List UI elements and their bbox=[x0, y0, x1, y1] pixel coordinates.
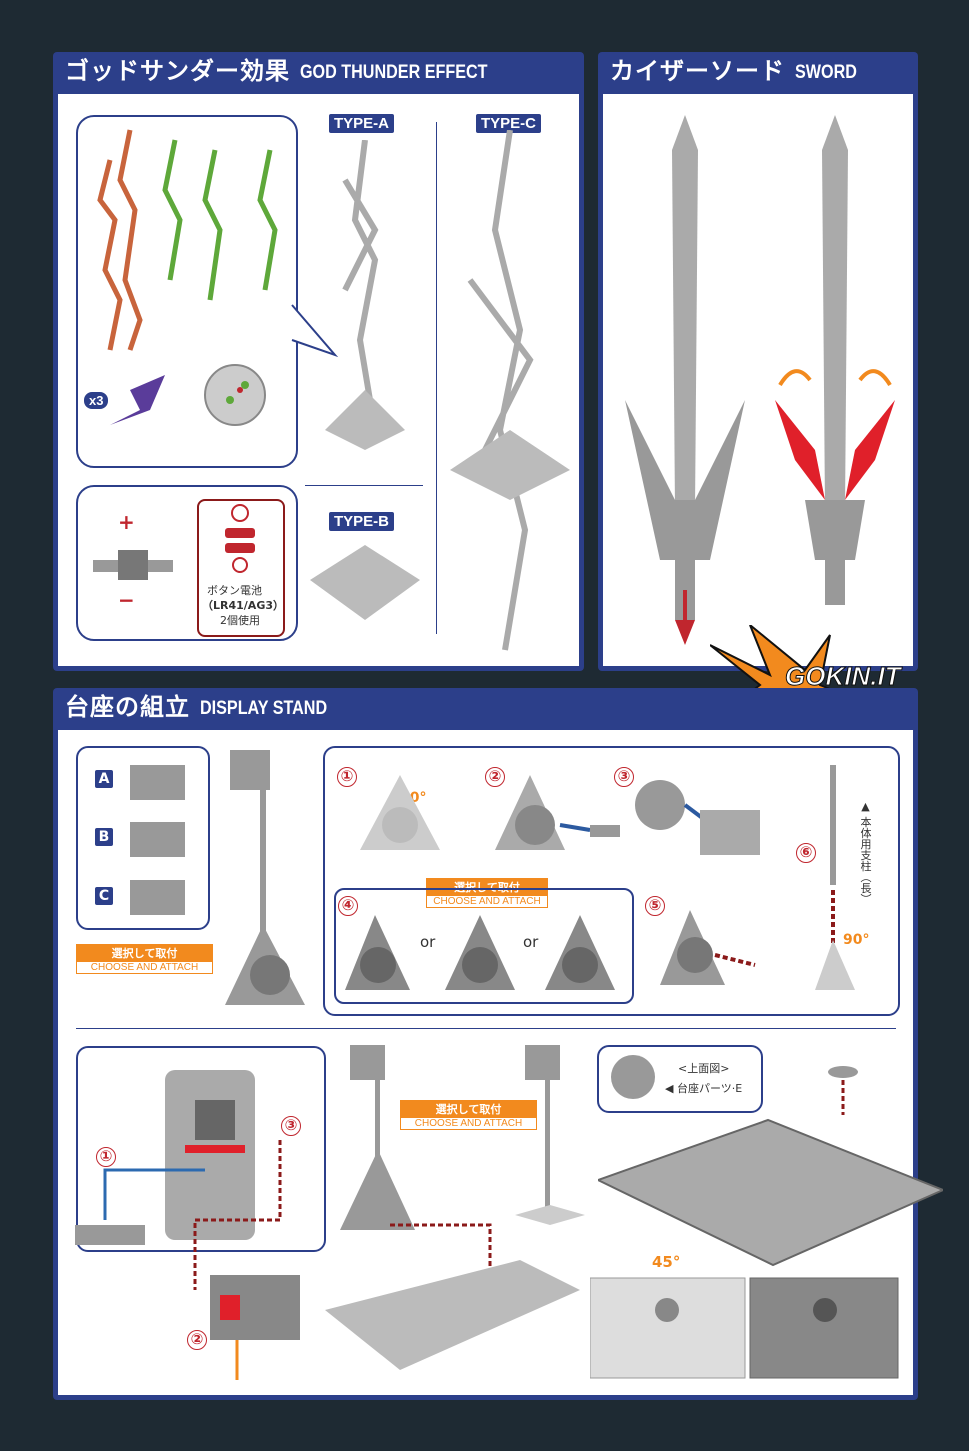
plus-sign: + bbox=[118, 510, 135, 534]
top-view-label: <上面図> bbox=[678, 1062, 730, 1075]
robot-step-1: ① bbox=[96, 1147, 116, 1167]
robot-attach-arrows bbox=[75, 1140, 300, 1380]
top-view-callout bbox=[597, 1045, 763, 1113]
choose-en-3: CHOOSE AND ATTACH bbox=[401, 1117, 536, 1129]
sword-title-jp: カイザーソード bbox=[610, 56, 785, 85]
step-5: ⑤ bbox=[645, 896, 665, 916]
choose-attach-label-3: 選択して取付 CHOOSE AND ATTACH bbox=[400, 1100, 537, 1130]
battery-box bbox=[197, 499, 285, 637]
stand-to-base-icon bbox=[325, 1045, 585, 1370]
thunder-callout-pointer bbox=[291, 304, 339, 358]
sword-title-en: SWORD bbox=[795, 62, 857, 83]
step-1-base-icon bbox=[360, 775, 440, 850]
base-rotation-icons bbox=[590, 1277, 899, 1379]
type-c-effect-icon bbox=[450, 130, 570, 651]
base-part-label: ◀ 台座パーツ·E bbox=[665, 1082, 743, 1095]
choose-attach-label-1: 選択して取付 CHOOSE AND ATTACH bbox=[76, 944, 213, 974]
stand-header: 台座の組立 DISPLAY STAND bbox=[53, 688, 918, 728]
step-2: ② bbox=[485, 767, 505, 787]
thunder-header: ゴッドサンダー効果 GOD THUNDER EFFECT bbox=[53, 52, 584, 92]
angle-45-label: 45° bbox=[652, 1253, 681, 1271]
minus-sign: − bbox=[118, 588, 135, 612]
robot-step-3: ③ bbox=[281, 1116, 301, 1136]
choose-jp-1: 選択して取付 bbox=[111, 948, 178, 960]
svg-text:GOKIN.IT: GOKIN.IT bbox=[785, 661, 903, 691]
robot-step-2: ② bbox=[187, 1330, 207, 1350]
type-a-tag: TYPE-A bbox=[329, 114, 395, 133]
lightning-parts-icon bbox=[97, 129, 278, 430]
type-divider-horizontal bbox=[305, 485, 423, 486]
sword-icon-left bbox=[625, 115, 745, 645]
choose-jp-3: 選択して取付 bbox=[435, 1104, 502, 1116]
step-4-box bbox=[334, 888, 634, 1004]
battery-holder-icon bbox=[93, 550, 173, 580]
step-4: ④ bbox=[338, 896, 358, 916]
stand-title-en: DISPLAY STAND bbox=[200, 698, 328, 719]
robot-body-icon bbox=[165, 1070, 255, 1240]
battery-label-3: 2個使用 bbox=[220, 614, 260, 627]
battery-label-1: ボタン電池 bbox=[207, 584, 262, 597]
type-b-tag: TYPE-B bbox=[329, 512, 395, 531]
stand-section-divider bbox=[76, 1028, 896, 1029]
step-3-base-icon bbox=[635, 780, 760, 855]
choose-en-1: CHOOSE AND ATTACH bbox=[77, 961, 212, 973]
thunder-title-en: GOD THUNDER EFFECT bbox=[300, 62, 488, 83]
top-view-disc-icon bbox=[611, 1055, 655, 1099]
base-plate-icon bbox=[598, 1066, 943, 1267]
type-divider-vertical bbox=[436, 122, 437, 634]
battery-icon bbox=[225, 504, 255, 573]
letter-b: B bbox=[95, 828, 113, 846]
sword-icon-right bbox=[775, 115, 895, 605]
battery-label-2: （LR41/AG3） bbox=[202, 599, 285, 612]
thunder-title-jp: ゴッドサンダー効果 bbox=[65, 56, 290, 85]
steps-callout bbox=[323, 746, 900, 1016]
choose-attach-label-2: 選択して取付 CHOOSE AND ATTACH bbox=[426, 878, 548, 908]
stand-assembled-icon bbox=[225, 750, 305, 1005]
choose-en-2: CHOOSE AND ATTACH bbox=[427, 895, 547, 907]
type-c-tag: TYPE-C bbox=[476, 114, 542, 133]
letter-c: C bbox=[95, 887, 113, 905]
letter-a: A bbox=[95, 770, 113, 788]
step-4-option-icons bbox=[345, 915, 615, 990]
step-5-base-icon bbox=[660, 910, 756, 985]
step-3: ③ bbox=[614, 767, 634, 787]
part-abc-icons bbox=[130, 765, 185, 915]
angle-90-label-2: 90° bbox=[843, 932, 870, 948]
type-a-effect-icon bbox=[325, 140, 405, 450]
or-label-2: or bbox=[523, 933, 539, 951]
or-label-1: or bbox=[420, 933, 436, 951]
step-6: ⑥ bbox=[796, 843, 816, 863]
stand-title-jp: 台座の組立 bbox=[65, 692, 190, 721]
sword-header: カイザーソード SWORD bbox=[598, 52, 918, 92]
x3-badge: x3 bbox=[84, 392, 109, 409]
type-b-effect-icon bbox=[310, 545, 420, 620]
step-1: ① bbox=[337, 767, 357, 787]
pole-label: ▲ 本体用支柱（長） bbox=[859, 800, 872, 905]
step-2-base-icon bbox=[495, 775, 620, 850]
step-6-pole-icon bbox=[815, 765, 855, 990]
